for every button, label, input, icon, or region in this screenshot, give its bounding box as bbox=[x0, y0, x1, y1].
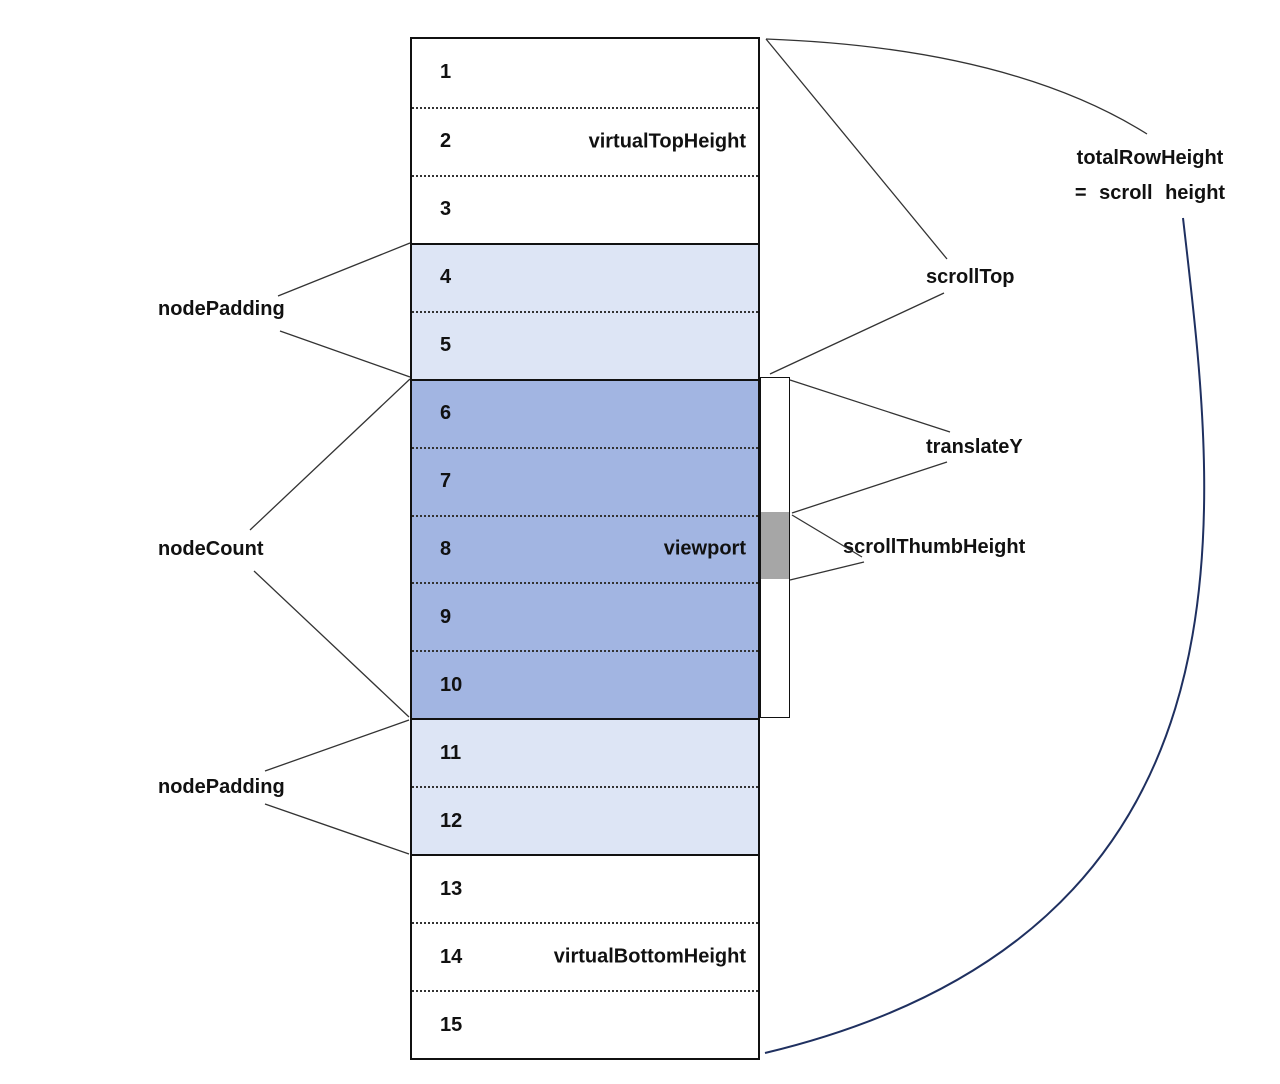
table-row: 10 bbox=[412, 650, 758, 719]
row-number: 14 bbox=[440, 945, 463, 968]
node-count-line-upper bbox=[249, 378, 411, 531]
table-row: 1 bbox=[412, 39, 758, 107]
table-row: 4 bbox=[412, 242, 758, 311]
node-padding-bottom-line-upper bbox=[264, 719, 410, 772]
scrollbar-track[interactable] bbox=[760, 377, 790, 718]
node-count-line-lower bbox=[253, 570, 410, 718]
row-number: 8 bbox=[440, 537, 452, 560]
row-number: 7 bbox=[440, 470, 452, 493]
scroll-top-label: scrollTop bbox=[926, 266, 1015, 288]
row-number: 6 bbox=[440, 402, 452, 425]
row-number: 3 bbox=[440, 198, 452, 221]
total-row-height-curve bbox=[765, 38, 1148, 135]
viewport-label: viewport bbox=[663, 537, 746, 560]
virtual-bottom-height-label: virtualBottomHeight bbox=[553, 945, 746, 968]
virtual-list-table: 1 2 virtualTopHeight 3 4 5 6 7 8 v bbox=[410, 37, 760, 1060]
table-row: 8 viewport bbox=[412, 514, 758, 583]
scroll-top-line-to-track-top bbox=[769, 292, 945, 375]
row-number: 5 bbox=[440, 334, 452, 357]
scroll-thumb-height-label: scrollThumbHeight bbox=[843, 536, 1026, 558]
table-row: 6 bbox=[412, 378, 758, 447]
table-row: 7 bbox=[412, 446, 758, 515]
row-number: 13 bbox=[440, 877, 463, 900]
table-row: 13 bbox=[412, 854, 758, 923]
total-row-height-line1: totalRowHeight bbox=[1076, 147, 1224, 169]
node-padding-top-line-upper bbox=[277, 242, 411, 297]
node-padding-bottom-line-lower bbox=[264, 803, 410, 855]
scroll-height-curve bbox=[764, 217, 1206, 1054]
scroll-thumb-height-line-lower bbox=[789, 561, 865, 581]
table-row: 12 bbox=[412, 786, 758, 855]
table-row: 14 virtualBottomHeight bbox=[412, 922, 758, 991]
row-number: 11 bbox=[440, 741, 462, 764]
row-number: 2 bbox=[440, 130, 452, 153]
table-row: 3 bbox=[412, 174, 758, 243]
table-row: 15 bbox=[412, 990, 758, 1058]
scrollbar-thumb[interactable] bbox=[761, 512, 789, 579]
row-number: 12 bbox=[440, 809, 463, 832]
row-number: 10 bbox=[440, 673, 463, 696]
translate-y-line-upper bbox=[789, 379, 951, 433]
total-row-height-label: totalRowHeight = scroll height bbox=[1060, 141, 1240, 211]
table-row: 5 bbox=[412, 310, 758, 379]
row-number: 4 bbox=[440, 266, 452, 289]
table-row: 2 virtualTopHeight bbox=[412, 106, 758, 175]
row-number: 15 bbox=[440, 1013, 463, 1036]
scroll-top-line-from-table-top bbox=[765, 38, 948, 260]
node-padding-bottom-label: nodePadding bbox=[158, 776, 285, 798]
table-row: 9 bbox=[412, 582, 758, 651]
row-number: 9 bbox=[440, 605, 452, 628]
node-padding-top-label: nodePadding bbox=[158, 298, 285, 320]
row-number: 1 bbox=[440, 61, 452, 84]
node-count-label: nodeCount bbox=[158, 538, 264, 560]
virtual-top-height-label: virtualTopHeight bbox=[588, 130, 746, 153]
translate-y-label: translateY bbox=[926, 436, 1023, 458]
table-row: 11 bbox=[412, 718, 758, 787]
total-row-height-line2: = scroll height bbox=[1074, 182, 1226, 204]
translate-y-line-lower bbox=[791, 461, 948, 514]
node-padding-top-line-lower bbox=[279, 330, 411, 378]
